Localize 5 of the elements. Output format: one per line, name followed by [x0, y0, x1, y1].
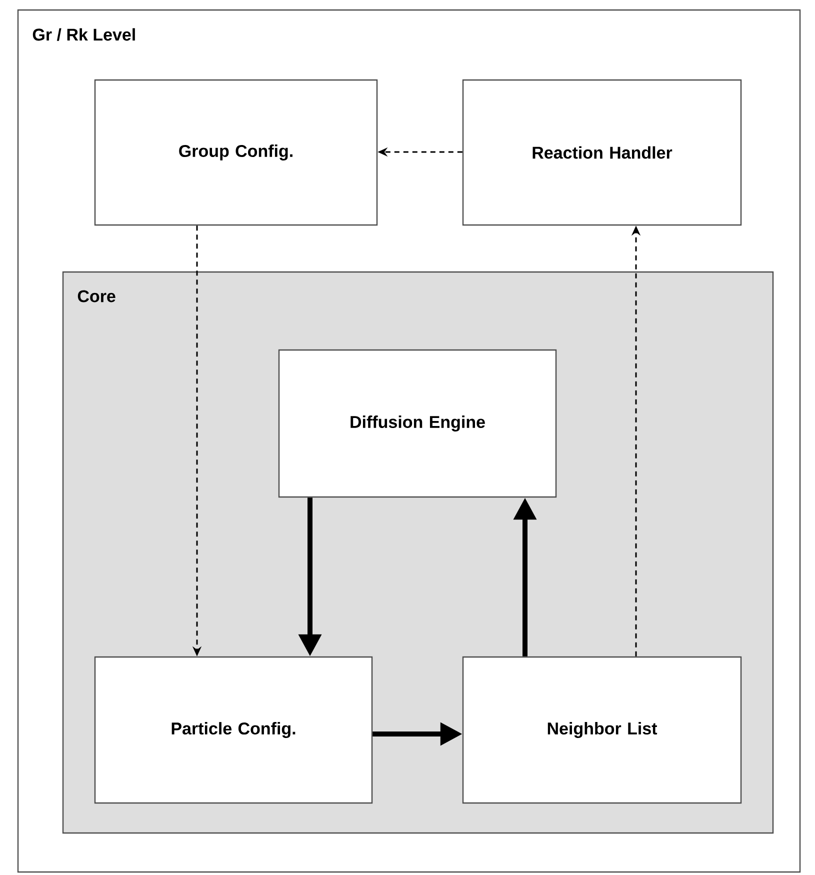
process-box: Neighbor List — [462, 656, 742, 804]
process-box: Diffusion Engine — [278, 349, 557, 498]
process-box: Reaction Handler — [462, 79, 742, 226]
process-box: Particle Config. — [94, 656, 373, 804]
process-box: Group Config. — [94, 79, 378, 226]
